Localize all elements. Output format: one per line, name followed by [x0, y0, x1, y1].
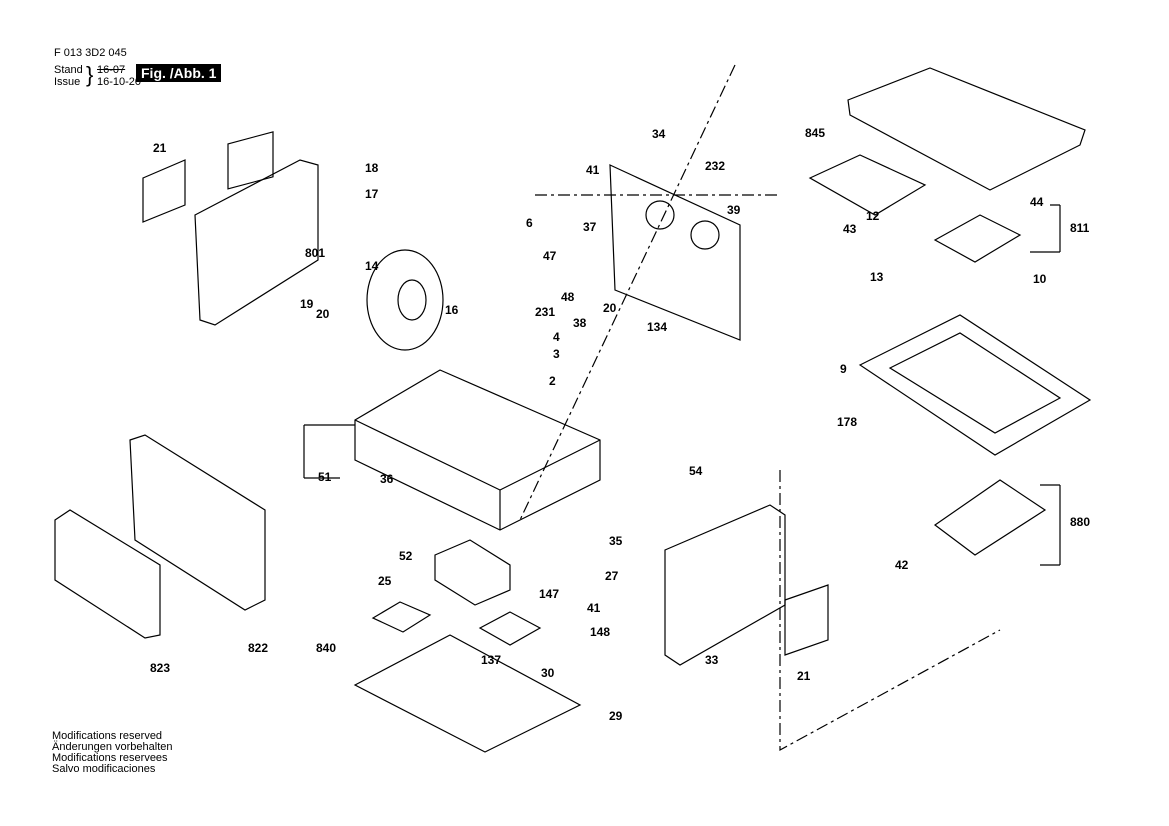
part-number-label: 18 [365, 161, 379, 175]
part-number-label: 47 [543, 249, 557, 263]
part-number-label: 12 [866, 209, 880, 223]
back-panel-39 [609, 164, 741, 341]
part-number-label: 811 [1070, 221, 1090, 235]
side-panel-18 [194, 159, 319, 326]
part-number-label: 16 [445, 303, 459, 317]
board-25 [371, 601, 432, 633]
part-number-label: 10 [1033, 272, 1047, 286]
plate-43 [808, 154, 927, 216]
bottom-plate-29 [353, 634, 582, 753]
part-number-label: 845 [805, 126, 826, 140]
part-number-label: 823 [150, 661, 171, 675]
old-date: 16-07 [97, 64, 126, 76]
frame-9-inner [888, 332, 1062, 434]
frame-9 [858, 314, 1092, 456]
vent-grille-21 [142, 159, 186, 223]
fan [645, 200, 675, 230]
bed-base-880 [933, 479, 1047, 556]
part-number-label: 43 [843, 222, 857, 236]
part-number-label: 17 [365, 187, 379, 201]
part-number-label: 21 [797, 669, 811, 683]
part-number-label: 147 [539, 587, 560, 601]
part-number-label: 51 [318, 470, 332, 484]
footer-notice: Modifications reserved Änderungen vorbeh… [52, 731, 172, 775]
front-frame-822 [129, 434, 266, 611]
issue-date: 16-10-20 [97, 76, 142, 88]
psu-27 [434, 539, 511, 606]
part-number-label: 30 [541, 666, 555, 680]
door-823 [54, 509, 161, 639]
part-number-label: 52 [399, 549, 413, 563]
part-number-label: 41 [587, 601, 601, 615]
dashed-divider [519, 64, 736, 521]
fan [690, 220, 720, 250]
part-number-label: 14 [365, 259, 379, 273]
part-number-label: 44 [1030, 195, 1044, 209]
part-number-label: 48 [561, 290, 575, 304]
carriage-811 [933, 214, 1022, 263]
window-18 [227, 131, 274, 190]
part-number-label: 880 [1070, 515, 1091, 529]
figure-label: Fig. /Abb. 1 [136, 64, 222, 82]
document-number: F 013 3D2 045 [54, 47, 127, 59]
part-number-label: 232 [705, 159, 726, 173]
footer-line: Modifications reservees [52, 752, 168, 764]
part-number-label: 35 [609, 534, 623, 548]
part-number-label: 3 [553, 347, 560, 361]
part-number-label: 840 [316, 641, 337, 655]
part-number-label: 822 [248, 641, 269, 655]
part-number-label: 148 [590, 625, 611, 639]
spool [366, 249, 444, 351]
part-number-label: 27 [605, 569, 619, 583]
part-number-label: 34 [652, 127, 666, 141]
part-number-label: 801 [305, 246, 326, 260]
part-number-label: 36 [380, 472, 394, 486]
part-number-label: 21 [153, 141, 167, 155]
base-801 [354, 369, 601, 531]
part-number-label: 39 [727, 203, 741, 217]
side-panel-33 [664, 504, 786, 666]
part-number-label: 134 [647, 320, 668, 334]
part-number-label: 29 [609, 709, 623, 723]
dashed-divider [779, 470, 1001, 752]
part-number-label: 137 [481, 653, 502, 667]
footer-line: Salvo modificaciones [52, 763, 156, 775]
issue-label: Issue [54, 76, 81, 88]
part-number-label: 13 [870, 270, 884, 284]
stand-label: Stand [54, 64, 83, 76]
part-number-label: 37 [583, 220, 597, 234]
part-number-label: 25 [378, 574, 392, 588]
part-number-label: 6 [526, 216, 533, 230]
part-number-label: 19 [300, 297, 314, 311]
footer-line: Modifications reserved [52, 730, 163, 742]
bracket-811 [1030, 204, 1061, 253]
part-number-label: 42 [895, 558, 909, 572]
part-number-label: 4 [553, 330, 560, 344]
vent-grille-21b [784, 584, 829, 656]
part-number-label: 231 [535, 305, 556, 319]
bracket-880 [1040, 484, 1061, 566]
brace: } [86, 62, 94, 87]
part-number-label: 38 [573, 316, 587, 330]
part-number-label: 20 [603, 301, 617, 315]
bracket-801 [303, 424, 355, 479]
part-number-label: 41 [586, 163, 600, 177]
part-number-label: 178 [837, 415, 858, 429]
part-number-label: 33 [705, 653, 719, 667]
board-137 [478, 611, 542, 646]
lid-845 [847, 67, 1086, 191]
part-number-label: 54 [689, 464, 703, 478]
spool-hub [397, 279, 427, 321]
part-number-label: 20 [316, 307, 330, 321]
part-number-label: 9 [840, 362, 847, 376]
footer-line: Änderungen vorbehalten [52, 741, 173, 753]
part-number-label: 2 [549, 374, 556, 388]
